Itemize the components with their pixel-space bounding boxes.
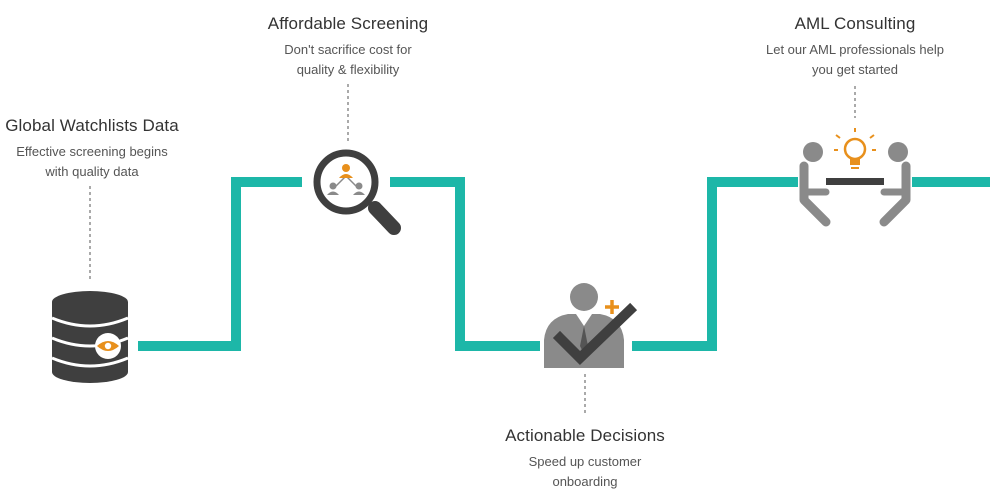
step-title: Affordable Screening — [267, 14, 429, 33]
process-path — [138, 177, 302, 351]
step-description-line: with quality data — [45, 164, 139, 179]
step-description: Effective screening begins with quality … — [0, 142, 184, 182]
step-description: Don't sacrifice cost for quality & flexi… — [248, 40, 448, 80]
step-description-line: Effective screening begins — [16, 144, 168, 159]
step-title: Global Watchlists Data — [5, 116, 179, 135]
step-global-watchlists: Global Watchlists Data Effective screeni… — [0, 116, 184, 182]
database-eye-icon — [51, 291, 129, 383]
step-description: Speed up customer onboarding — [485, 452, 685, 492]
step-actionable-decisions: Actionable Decisions Speed up customer o… — [485, 426, 685, 492]
step-aml-consulting: AML Consulting Let our AML professionals… — [740, 14, 970, 80]
step-title: AML Consulting — [794, 14, 916, 33]
person-checkmark-icon — [544, 283, 638, 368]
step-description-line: Don't sacrifice cost for — [284, 42, 412, 57]
step-description-line: onboarding — [552, 474, 618, 489]
process-path — [390, 177, 540, 351]
process-path — [632, 177, 798, 351]
step-description-line: Speed up customer — [528, 454, 642, 469]
step-description-line: Let our AML professionals help — [765, 42, 944, 57]
step-title: Actionable Decisions — [505, 426, 665, 445]
magnifier-network-icon — [313, 149, 401, 235]
step-description-line: quality & flexibility — [296, 62, 400, 77]
step-description-line: you get started — [812, 62, 898, 77]
meeting-lightbulb-icon — [799, 128, 911, 227]
step-description: Let our AML professionals help you get s… — [740, 40, 970, 80]
step-affordable-screening: Affordable Screening Don't sacrifice cos… — [248, 14, 448, 80]
